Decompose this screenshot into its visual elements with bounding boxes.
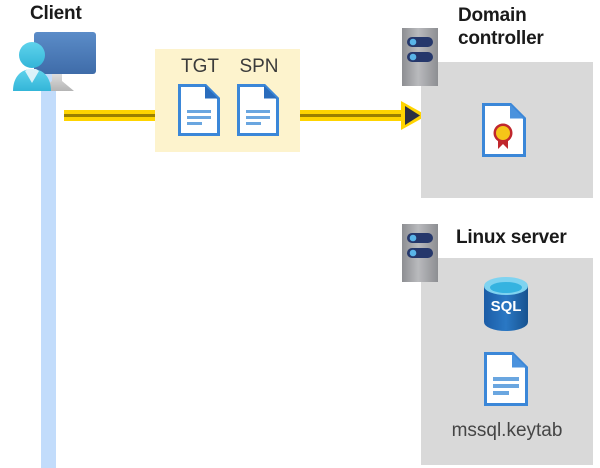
spn-document-icon xyxy=(237,84,279,136)
sql-database-icon: SQL xyxy=(484,277,528,331)
linux-server-rack-icon xyxy=(402,224,438,282)
linux-server-label: Linux server xyxy=(456,227,567,248)
client-label: Client xyxy=(30,3,82,24)
sql-icon-text: SQL xyxy=(491,298,522,315)
request-arrow-head xyxy=(401,101,427,130)
certificate-document-icon xyxy=(482,103,526,157)
domain-controller-label: Domain controller xyxy=(458,5,544,50)
spn-tag-label: SPN xyxy=(239,56,279,77)
user-computer-icon xyxy=(13,32,96,91)
domain-controller-server-rack-icon xyxy=(402,28,438,86)
keytab-file-caption: mssql.keytab xyxy=(451,420,563,441)
client-lifeline xyxy=(41,68,56,468)
keytab-document-icon xyxy=(484,352,528,406)
tgt-document-icon xyxy=(178,84,220,136)
tgt-tag-label: TGT xyxy=(181,56,219,77)
